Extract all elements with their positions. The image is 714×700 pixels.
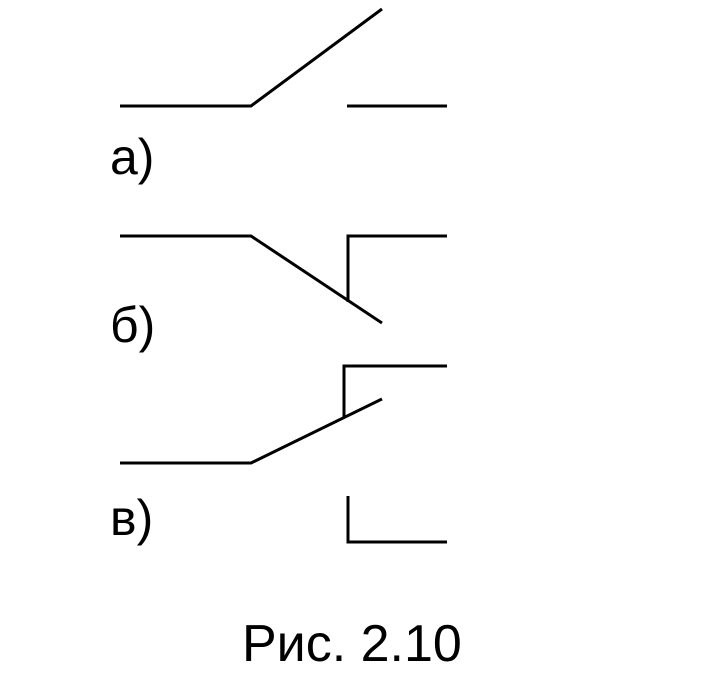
contact-v-lead-with-blade — [120, 397, 383, 465]
label-a: а) — [110, 129, 155, 185]
contact-symbol-v — [120, 364, 447, 544]
contact-v-lower-fixed-lead — [346, 496, 447, 544]
label-v: в) — [110, 490, 154, 546]
label-b: б) — [110, 297, 156, 353]
contact-symbol-a — [120, 7, 447, 108]
contact-a-lead-with-blade — [120, 7, 383, 108]
contact-b-fixed-lead-with-stop — [346, 234, 447, 302]
contact-b-lead-with-blade — [120, 234, 383, 325]
figure-caption: Рис. 2.10 — [242, 615, 462, 673]
contact-symbol-b — [120, 234, 447, 325]
contact-v-upper-fixed-lead — [342, 364, 447, 417]
